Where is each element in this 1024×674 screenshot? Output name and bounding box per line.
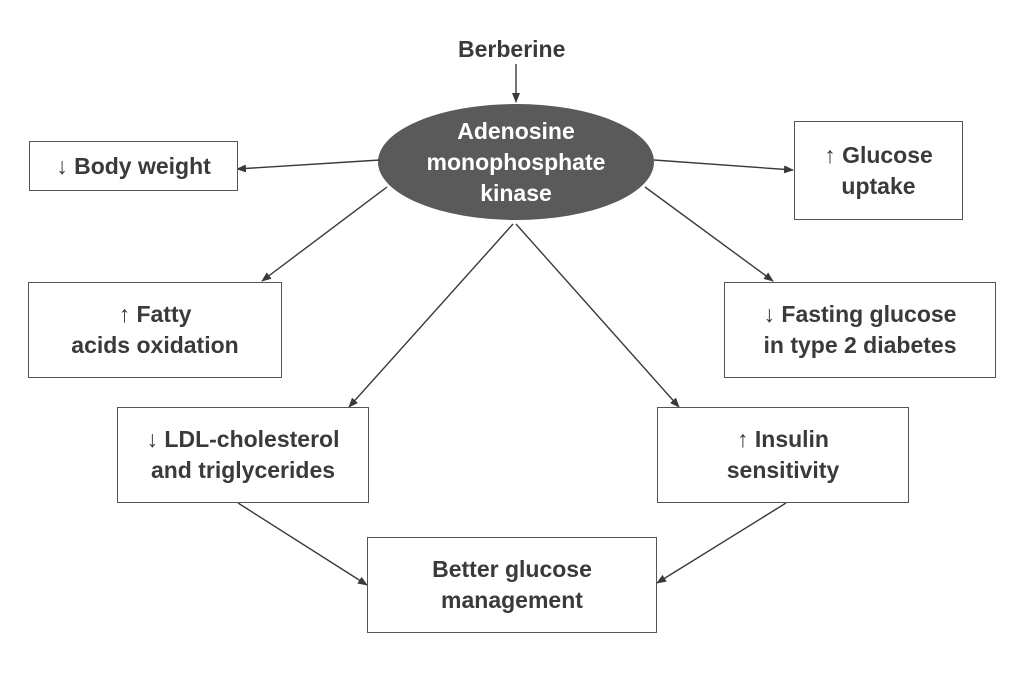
body-weight-text: Body weight <box>74 152 211 179</box>
arrow-insulin-to-better-glucose <box>656 502 787 584</box>
better-glucose-text-line-1: Better glucose <box>432 556 592 582</box>
fasting-glucose-text-line-2: in type 2 diabetes <box>763 332 957 358</box>
up-arrow-icon: ↑ <box>118 301 131 327</box>
ampk-label-line-3: kinase <box>480 179 552 206</box>
fasting-glucose-text-line-1: Fasting glucose <box>781 301 957 327</box>
ampk-label-line-2: monophosphate <box>426 148 606 175</box>
arrow-ampk-to-glucose-uptake <box>653 159 794 174</box>
down-arrow-icon: ↓ <box>763 301 776 327</box>
arrow-ldl-to-better-glucose <box>237 502 368 586</box>
fatty-acids-text-line-1: Fatty <box>136 301 192 327</box>
glucose-uptake-text-line-1: Glucose <box>842 141 933 168</box>
up-arrow-icon: ↑ <box>736 426 749 452</box>
glucose-uptake-text-line-2: uptake <box>841 172 916 199</box>
arrow-ampk-to-body-weight <box>236 159 381 173</box>
fasting-glucose-box: ↓ Fasting glucose in type 2 diabetes <box>724 282 996 378</box>
better-glucose-text-line-2: management <box>441 587 583 613</box>
up-arrow-icon: ↑ <box>824 141 836 168</box>
arrow-ampk-to-fatty-acids <box>261 186 388 282</box>
arrow-ampk-to-fasting-glucose <box>644 186 774 282</box>
better-glucose-box: Better glucose management <box>367 537 657 633</box>
insulin-text-line-1: Insulin <box>754 426 829 452</box>
berberine-label: Berberine <box>458 36 566 62</box>
arrow-ampk-to-ldl <box>348 223 514 408</box>
fatty-acids-box: ↑ Fatty acids oxidation <box>28 282 282 378</box>
insulin-box: ↑ Insulin sensitivity <box>657 407 909 503</box>
ldl-text-line-2: and triglycerides <box>150 457 336 483</box>
ampk-label: Adenosine monophosphate kinase <box>378 104 654 220</box>
glucose-uptake-box: ↑ Glucose uptake <box>794 121 963 220</box>
down-arrow-icon: ↓ <box>146 426 159 452</box>
ampk-label-line-1: Adenosine <box>457 117 575 144</box>
fatty-acids-text-line-2: acids oxidation <box>71 332 239 358</box>
ampk-ellipse <box>378 104 654 220</box>
ldl-box: ↓ LDL-cholesterol and triglycerides <box>117 407 369 503</box>
body-weight-box: ↓ Body weight <box>29 141 238 191</box>
ldl-text-line-1: LDL-cholesterol <box>164 426 340 452</box>
down-arrow-icon: ↓ <box>56 152 68 179</box>
arrow-ampk-to-insulin <box>515 223 680 408</box>
insulin-text-line-2: sensitivity <box>726 457 840 483</box>
